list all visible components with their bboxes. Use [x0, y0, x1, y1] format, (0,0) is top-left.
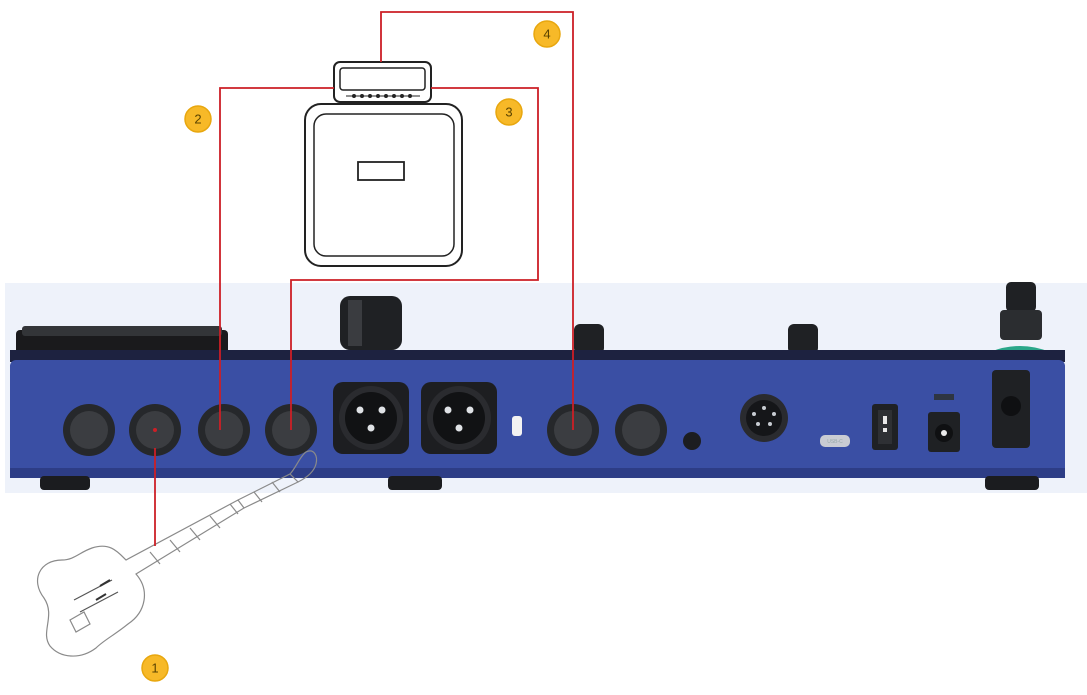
badge-4-label: 4 — [543, 27, 550, 42]
cable-lines — [154, 11, 574, 546]
midi-din-icon — [740, 394, 788, 442]
xlr-icon — [333, 382, 409, 454]
badge-4: 4 — [533, 20, 561, 48]
amp-cabinet-icon — [304, 103, 463, 267]
amp-head-icon — [333, 61, 432, 103]
device-foot-left — [40, 476, 90, 490]
usb-label: USB-C — [827, 439, 843, 445]
cable-4 — [380, 11, 574, 430]
footswitch-nub-1 — [574, 324, 604, 354]
knob-cylinder-highlight — [348, 300, 362, 346]
usb-port-icon: USB-C — [820, 435, 850, 447]
device-top-edge — [10, 350, 1065, 362]
expression-pedal-top — [16, 330, 228, 356]
badge-3-label: 3 — [505, 105, 512, 120]
badge-2-label: 2 — [194, 112, 201, 127]
cable-end-1 — [153, 428, 157, 432]
jack-icon — [615, 404, 667, 456]
cable-3 — [290, 87, 539, 430]
xlr-icon — [421, 382, 497, 454]
device-bottom-shadow — [10, 468, 1065, 478]
jack-icon — [63, 404, 115, 456]
dc-jack-icon — [928, 394, 960, 452]
side-jack — [992, 370, 1030, 448]
power-switch-icon — [872, 404, 898, 450]
device-foot-mid — [388, 476, 442, 490]
jack-icon — [198, 404, 250, 456]
ground-lift-switch — [512, 416, 522, 436]
device-foot-right — [985, 476, 1039, 490]
trim-hole — [683, 432, 701, 450]
badge-2: 2 — [184, 105, 212, 133]
footswitch-nub-2 — [788, 324, 818, 354]
expression-pedal-cover — [22, 326, 222, 336]
badge-1-label: 1 — [151, 661, 158, 676]
badge-1: 1 — [141, 654, 169, 682]
badge-3: 3 — [495, 98, 523, 126]
guitar-icon — [36, 450, 318, 657]
cable-2 — [219, 87, 334, 430]
